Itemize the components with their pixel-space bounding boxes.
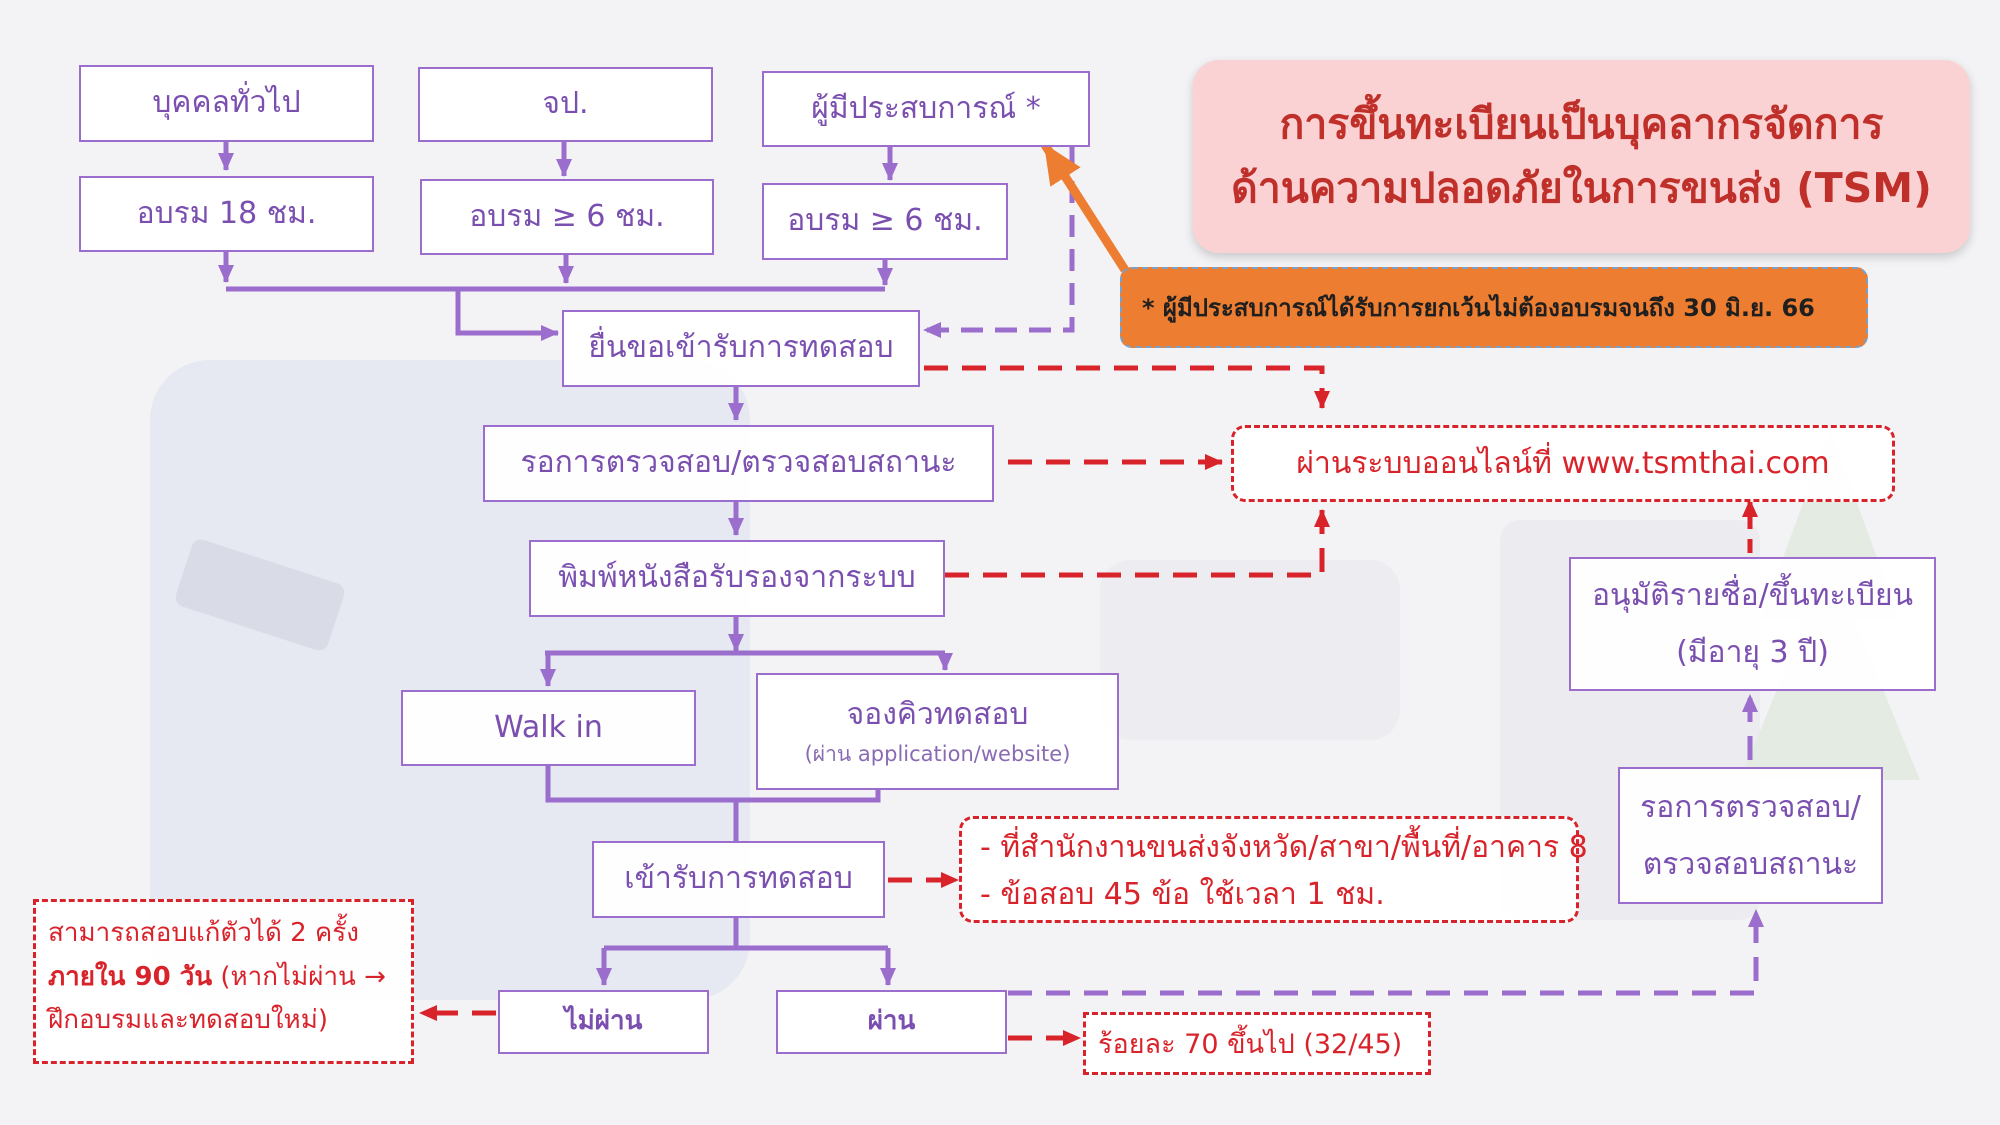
title-line-1: การขึ้นทะเบียนเป็นบุคลากรจัดการ [1279, 99, 1884, 148]
training-18-hours: อบรม 18 ชม. [79, 176, 374, 252]
retake-line-3: ฝึกอบรมและทดสอบใหม่) [48, 1005, 328, 1036]
apply-for-test-box: ยื่นขอเข้ารับการทดสอบ [562, 310, 920, 387]
wait-status-check-final-box: รอการตรวจสอบ/ ตรวจสอบสถานะ [1618, 767, 1883, 904]
walk-in-box: Walk in [401, 690, 696, 766]
wait-status-check-final-line2: ตรวจสอบสถานะ [1642, 846, 1859, 882]
applicant-general-public: บุคคลทั่วไป [79, 65, 374, 142]
approve-registration-line2: (มีอายุ 3 ปี) [1676, 635, 1829, 670]
title-line-2: ด้านความปลอดภัยในการขนส่ง (TSM) [1231, 163, 1932, 212]
pass-criteria-box: ร้อยละ 70 ขึ้นไป (32/45) [1083, 1012, 1431, 1075]
fail-box: ไม่ผ่าน [498, 990, 709, 1054]
print-certificate-box: พิมพ์หนังสือรับรองจากระบบ [529, 540, 945, 617]
wait-status-check-final-line1: รอการตรวจสอบ/ [1640, 789, 1861, 825]
retake-condition: (หากไม่ผ่าน → [212, 961, 386, 992]
book-test-queue-box: จองคิวทดสอบ (ผ่าน application/website) [756, 673, 1119, 790]
applicant-experienced: ผู้มีประสบการณ์ * [762, 71, 1090, 147]
test-info-location: - ที่สำนักงานขนส่งจังหวัด/สาขา/พื้นที่/อ… [980, 830, 1588, 865]
pass-box: ผ่าน [776, 990, 1007, 1054]
exemption-note: * ผู้มีประสบการณ์ได้รับการยกเว้นไม่ต้องอ… [1120, 267, 1868, 348]
training-6-hours-safety-officer: อบรม ≥ 6 ชม. [420, 179, 714, 255]
test-info-box: - ที่สำนักงานขนส่งจังหวัด/สาขา/พื้นที่/อ… [959, 816, 1588, 923]
take-test-box: เข้ารับการทดสอบ [592, 841, 885, 918]
applicant-safety-officer: จป. [418, 67, 713, 142]
wait-status-check-box: รอการตรวจสอบ/ตรวจสอบสถานะ [483, 425, 994, 502]
retake-line-1: สามารถสอบแก้ตัวได้ 2 ครั้ง [48, 918, 359, 948]
test-info-questions: - ข้อสอบ 45 ข้อ ใช้เวลา 1 ชม. [980, 876, 1385, 912]
page-title: การขึ้นทะเบียนเป็นบุคลากรจัดการ ด้านความ… [1193, 60, 1970, 253]
retake-deadline: ภายใน 90 วัน [48, 961, 213, 992]
approve-registration-line1: อนุมัติรายชื่อ/ขึ้นทะเบียน [1591, 578, 1914, 613]
book-test-queue-label: จองคิวทดสอบ [846, 697, 1029, 733]
approve-registration-box: อนุมัติรายชื่อ/ขึ้นทะเบียน (มีอายุ 3 ปี) [1569, 557, 1936, 691]
online-system-box: ผ่านระบบออนไลน์ที่ www.tsmthai.com [1231, 425, 1895, 502]
retake-info-box: สามารถสอบแก้ตัวได้ 2 ครั้ง ภายใน 90 วัน … [33, 899, 414, 1064]
training-6-hours-experienced: อบรม ≥ 6 ชม. [762, 183, 1008, 260]
retake-line-2: ภายใน 90 วัน (หากไม่ผ่าน → [48, 956, 411, 1000]
book-test-queue-sub: (ผ่าน application/website) [804, 741, 1071, 766]
